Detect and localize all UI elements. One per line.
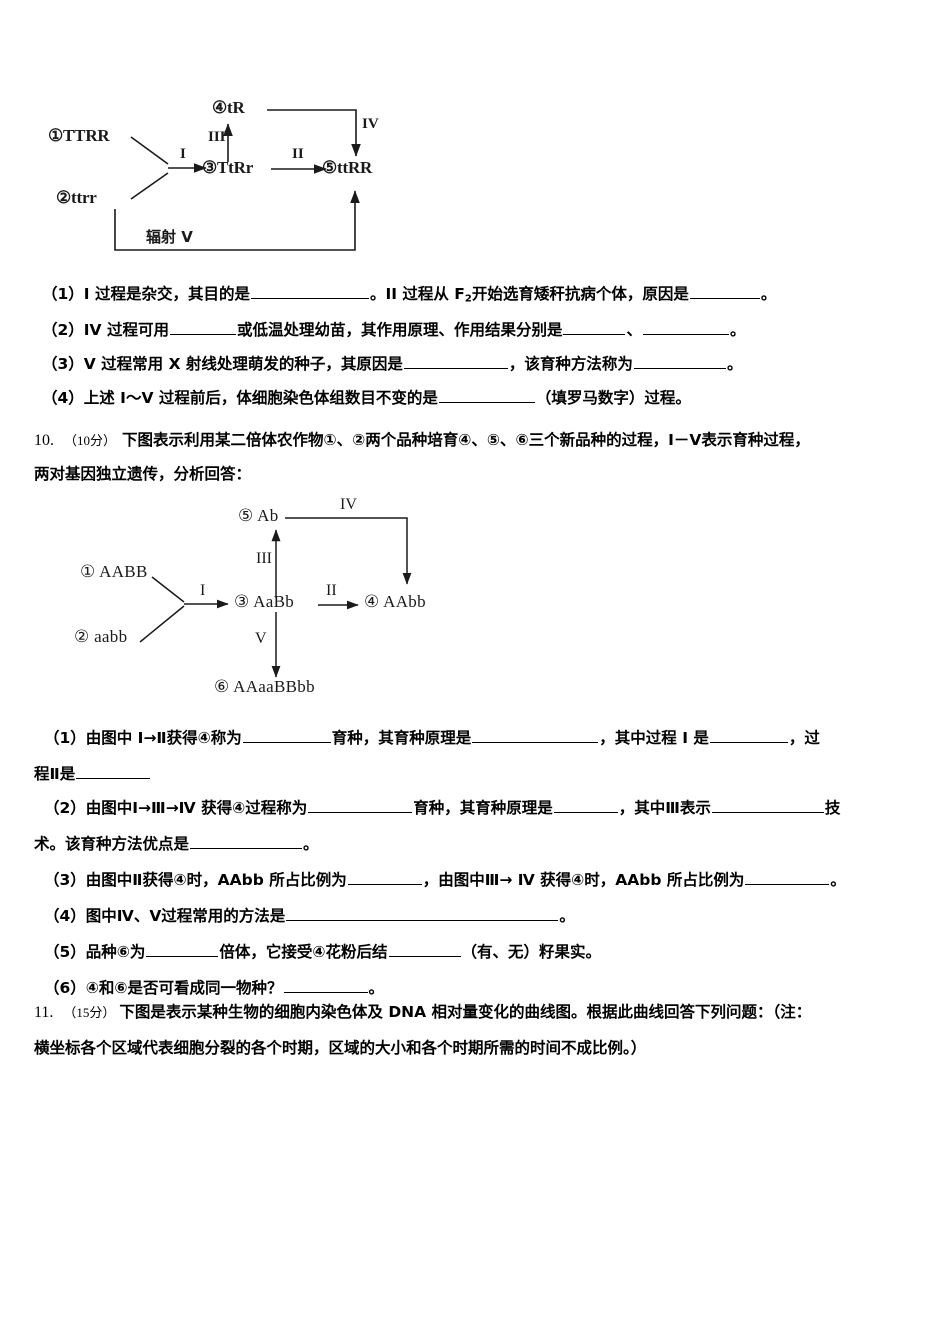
diagram1-connectors (114, 109, 361, 251)
q9-part-2-text: （2）IV 过程可用或低温处理幼苗，其作用原理、作用结果分别是、。 (42, 321, 746, 339)
q9-part-2: （2）IV 过程可用或低温处理幼苗，其作用原理、作用结果分别是、。 (42, 318, 746, 340)
diagram2-node-1: ① AABB (80, 562, 148, 581)
q10-number: 10. (34, 432, 54, 449)
diagram2-node-6: ⑥ AAaaBBbb (214, 677, 315, 696)
q9-part-4: （4）上述 I～V 过程前后，体细胞染色体组数目不变的是（填罗马数字）过程。 (42, 386, 691, 408)
diagram2-node-2: ② aabb (74, 627, 128, 646)
q10-part-2-line1-text: （2）由图中Ⅰ→Ⅲ→Ⅳ 获得④过程称为育种，其育种原理是，其中Ⅲ表示技 (44, 799, 841, 817)
diagram1-edge-V: 辐射 V (146, 228, 193, 246)
diagram2-node-4: ④ AAbb (364, 592, 426, 611)
diagram2-edge-V: V (255, 630, 267, 647)
q10-part-1-line2: 程Ⅱ是 (34, 762, 151, 784)
q10-stem-line2: 两对基因独立遗传，分析回答： (34, 462, 251, 484)
diagram1-node-5: ⑤ttRR (322, 158, 373, 177)
q10-part-2-line2: 术。该育种方法优点是。 (34, 832, 319, 854)
q10-part-3-text: （3）由图中Ⅱ获得④时，AAbb 所占比例为，由图中Ⅲ→ Ⅳ 获得④时，AAbb… (44, 871, 846, 889)
diagram1-node-1: ①TTRR (48, 126, 110, 145)
q10-stem-line1-text: 下图表示利用某二倍体农作物①、②两个品种培育④、⑤、⑥三个新品种的过程，Ⅰ－Ⅴ表… (122, 431, 810, 449)
diagram2-edge-I: I (200, 582, 206, 599)
q10-score: （10分） (64, 433, 117, 448)
q10-part-6: （6）④和⑥是否可看成同一物种？。 (44, 976, 384, 998)
q10-part-6-text: （6）④和⑥是否可看成同一物种？。 (44, 979, 385, 997)
diagram1-edge-IV: IV (362, 116, 379, 132)
q10-part-3: （3）由图中Ⅱ获得④时，AAbb 所占比例为，由图中Ⅲ→ Ⅳ 获得④时，AAbb… (44, 868, 846, 890)
diagram2-node-5: ⑤ Ab (238, 506, 279, 525)
q10-part-5: （5）品种⑥为倍体，它接受④花粉后结（有、无）籽果实。 (44, 940, 601, 962)
diagram1-node-4: ④tR (212, 98, 245, 117)
diagram2-edge-II: II (326, 582, 337, 599)
diagram2-edge-IV: IV (340, 496, 357, 513)
diagram1-edge-I: I (180, 146, 186, 162)
q11-stem-line1-text: 下图是表示某种生物的细胞内染色体及 DNA 相对量变化的曲线图。根据此曲线回答下… (119, 1003, 812, 1021)
q9-part-3-text: （3）V 过程常用 X 射线处理萌发的种子，其原因是，该育种方法称为。 (42, 355, 743, 373)
q11-number: 11. (34, 1004, 54, 1021)
q9-part-3: （3）V 过程常用 X 射线处理萌发的种子，其原因是，该育种方法称为。 (42, 352, 742, 374)
q10-part-1-line2-text: 程Ⅱ是 (34, 765, 151, 783)
q9-part-1-text: （1）I 过程是杂交，其目的是。II 过程从 F2开始选育矮秆抗病个体，原因是。 (42, 285, 777, 305)
q10-stem-line2-text: 两对基因独立遗传，分析回答： (34, 465, 252, 483)
q9-part-4-text: （4）上述 I～V 过程前后，体细胞染色体组数目不变的是（填罗马数字）过程。 (42, 389, 691, 407)
diagram1-edge-III: III (208, 129, 226, 145)
diagram1-node-3: ③TtRr (202, 158, 254, 177)
q9-part-1: （1）I 过程是杂交，其目的是。II 过程从 F2开始选育矮秆抗病个体，原因是。 (42, 282, 776, 305)
breeding-diagram-1: ①TTRR ②ttrr ③TtRr ④tR ⑤ttRR I II III IV … (34, 78, 434, 258)
q10-part-2-line1: （2）由图中Ⅰ→Ⅲ→Ⅳ 获得④过程称为育种，其育种原理是，其中Ⅲ表示技 (44, 796, 840, 818)
q11-score: （15分） (63, 1005, 116, 1020)
q10-part-5-text: （5）品种⑥为倍体，它接受④花粉后结（有、无）籽果实。 (44, 943, 602, 961)
diagram1-edge-II: II (292, 146, 304, 162)
q10-part-2-line2-text: 术。该育种方法优点是。 (34, 835, 319, 853)
breeding-diagram-2: ① AABB ② aabb ③ AaBb ④ AAbb ⑤ Ab ⑥ AAaaB… (52, 492, 472, 708)
q10-part-4-text: （4）图中Ⅳ、Ⅴ过程常用的方法是。 (44, 907, 575, 925)
q10-part-1-line1-text: （1）由图中 Ⅰ→Ⅱ获得④称为育种，其育种原理是，其中过程 I 是，过 (44, 729, 820, 747)
diagram1-node-2: ②ttrr (56, 188, 97, 207)
q11-stem-line2: 横坐标各个区域代表细胞分裂的各个时期，区域的大小和各个时期所需的时间不成比例。） (34, 1036, 646, 1058)
q11-stem-line2-text: 横坐标各个区域代表细胞分裂的各个时期，区域的大小和各个时期所需的时间不成比例。） (34, 1039, 647, 1057)
q10-stem-line1: 10. （10分） 下图表示利用某二倍体农作物①、②两个品种培育④、⑤、⑥三个新品种… (34, 428, 810, 450)
diagram2-connectors (139, 517, 412, 678)
q11-stem-line1: 11. （15分）下图是表示某种生物的细胞内染色体及 DNA 相对量变化的曲线图。… (34, 1000, 811, 1022)
q10-part-4: （4）图中Ⅳ、Ⅴ过程常用的方法是。 (44, 904, 575, 926)
q10-part-1-line1: （1）由图中 Ⅰ→Ⅱ获得④称为育种，其育种原理是，其中过程 I 是，过 (44, 726, 820, 748)
diagram2-node-3: ③ AaBb (234, 592, 295, 611)
diagram2-edge-III: III (256, 550, 272, 567)
